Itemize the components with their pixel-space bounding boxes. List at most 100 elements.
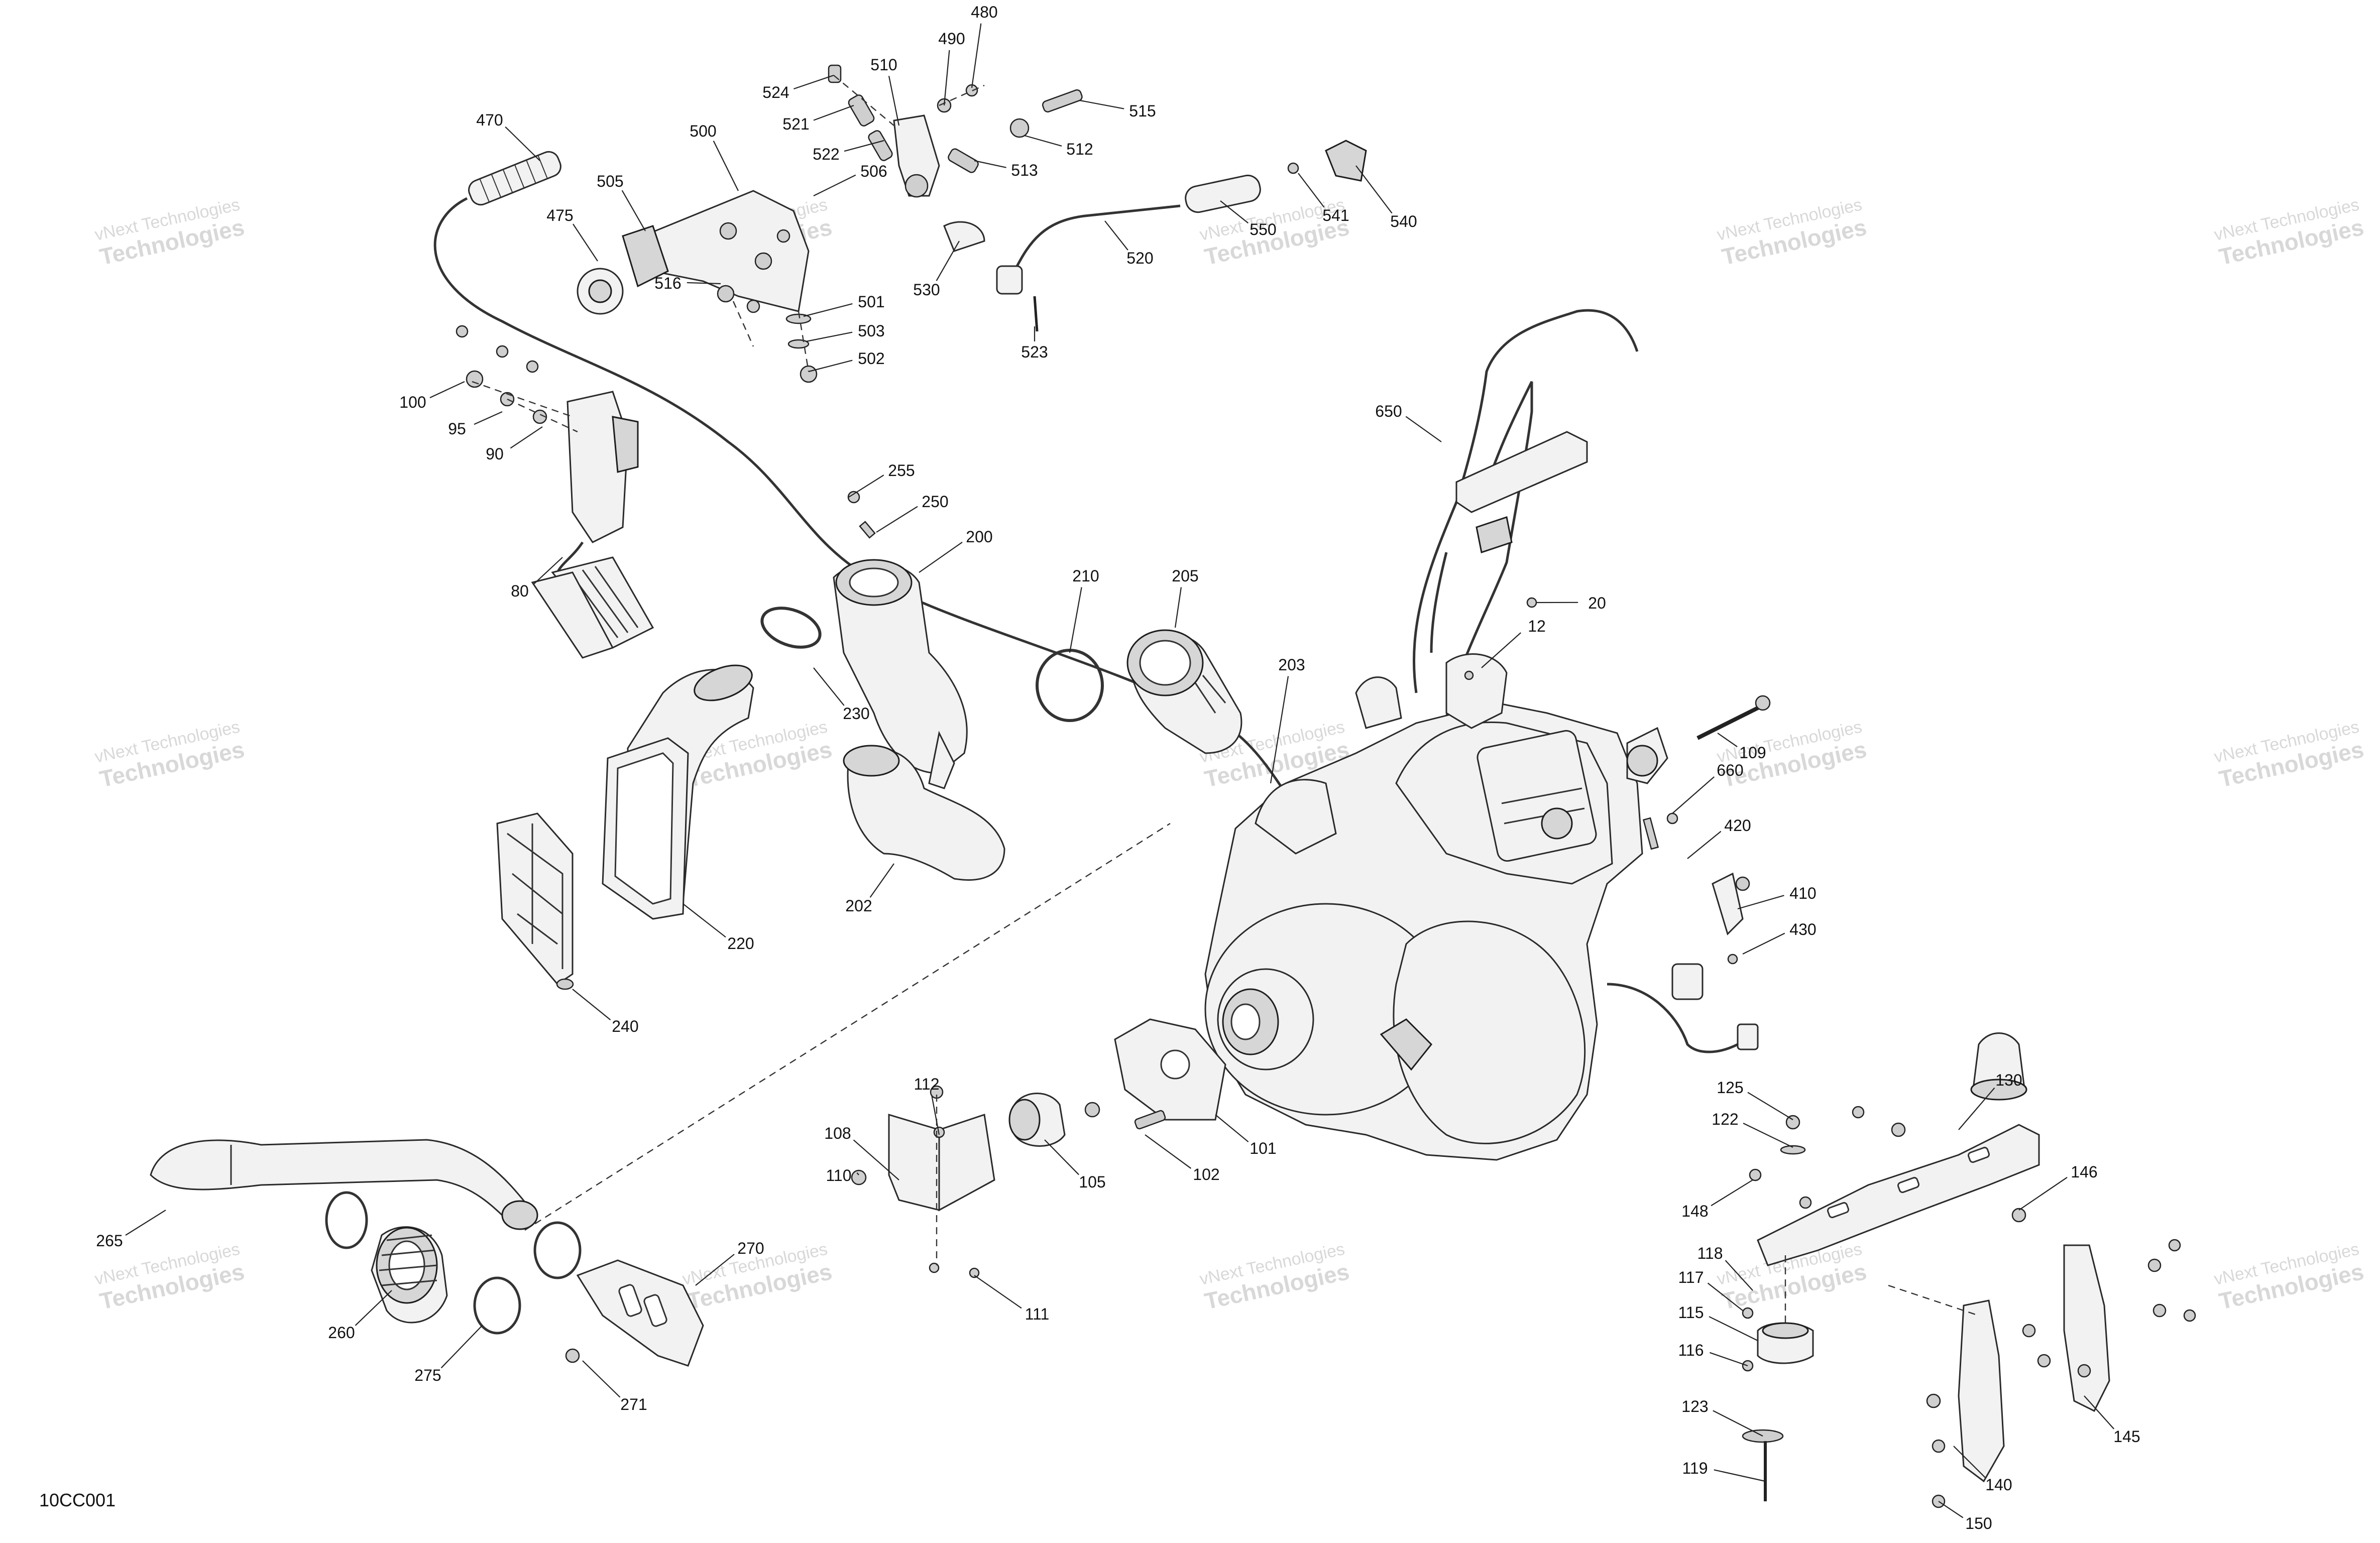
- leader-line-108: [853, 1139, 899, 1180]
- leader-line-516: [687, 282, 721, 285]
- callout-122: 122: [1712, 1110, 1738, 1128]
- callout-500: 500: [690, 122, 716, 140]
- leader-line-524: [794, 74, 834, 90]
- callout-90: 90: [486, 445, 504, 463]
- linkage-510: [828, 64, 1083, 252]
- leader-line-550: [1220, 200, 1249, 224]
- callout-516: 516: [654, 274, 681, 292]
- bracket-108: [851, 1085, 995, 1278]
- callout-220: 220: [727, 934, 754, 953]
- leader-line-513: [974, 160, 1006, 168]
- callout-110: 110: [826, 1166, 851, 1184]
- leader-line-255: [848, 474, 884, 498]
- leader-line-220: [683, 903, 726, 938]
- callout-512: 512: [1066, 140, 1093, 158]
- callout-501: 501: [858, 293, 884, 311]
- callout-270: 270: [737, 1239, 764, 1257]
- crossmember-130: [1749, 1106, 2040, 1266]
- callout-202: 202: [845, 897, 872, 915]
- callout-123: 123: [1681, 1397, 1708, 1415]
- leader-line-123: [1713, 1410, 1763, 1437]
- callout-250: 250: [922, 493, 948, 511]
- airbox-220: [602, 664, 754, 920]
- callout-148: 148: [1681, 1202, 1708, 1220]
- callout-203: 203: [1278, 656, 1305, 674]
- callout-12: 12: [1528, 617, 1546, 635]
- callout-650: 650: [1375, 402, 1402, 420]
- starter-109: [1626, 695, 1771, 784]
- callout-506: 506: [860, 162, 887, 180]
- leader-line-80: [533, 557, 563, 584]
- leader-line-210: [1069, 587, 1082, 653]
- leader-line-515: [1079, 99, 1124, 109]
- leader-line-540: [1355, 165, 1393, 214]
- callout-275: 275: [414, 1366, 441, 1384]
- callout-108: 108: [824, 1124, 851, 1142]
- leader-line-110: [856, 1172, 859, 1175]
- callout-102: 102: [1193, 1165, 1219, 1183]
- callout-95: 95: [448, 420, 466, 438]
- leader-line-503: [806, 331, 853, 342]
- leader-line-250: [876, 506, 918, 533]
- callout-140: 140: [1985, 1476, 2012, 1494]
- leader-line-650: [1405, 416, 1442, 442]
- callout-524: 524: [762, 83, 789, 101]
- callout-150: 150: [1965, 1514, 1992, 1532]
- leader-line-140: [1953, 1446, 1986, 1478]
- callout-205: 205: [1172, 567, 1198, 585]
- leader-line-95: [474, 411, 503, 425]
- muffler-coupler-260: [325, 1191, 448, 1324]
- callout-240: 240: [612, 1017, 638, 1035]
- callout-505: 505: [597, 172, 623, 190]
- leader-line-101: [1215, 1114, 1249, 1142]
- callout-109: 109: [1739, 744, 1766, 762]
- leader-line-205: [1174, 587, 1182, 628]
- engine-mount-101: [1084, 1018, 1226, 1130]
- leader-line-100: [429, 381, 465, 399]
- filter-240: [496, 812, 574, 990]
- leader-line-265: [125, 1210, 166, 1236]
- leader-line-200: [919, 541, 963, 573]
- leader-line-420: [1687, 830, 1722, 859]
- callout-430: 430: [1789, 920, 1816, 938]
- clamps-275: [473, 1221, 582, 1335]
- callout-146: 146: [2071, 1163, 2097, 1181]
- callout-255: 255: [888, 461, 915, 480]
- callout-265: 265: [96, 1232, 123, 1250]
- leader-line-520: [1104, 220, 1128, 251]
- leader-line-502: [808, 360, 853, 373]
- callout-230: 230: [843, 704, 869, 723]
- leader-line-275: [440, 1325, 483, 1369]
- support-140: [1888, 1284, 2005, 1508]
- boot-205: [1126, 629, 1242, 754]
- leader-line-230: [813, 667, 845, 706]
- callout-540: 540: [1390, 212, 1417, 230]
- leader-line-501: [803, 303, 853, 317]
- leader-line-660: [1672, 776, 1715, 814]
- exhaust-pipe-265: [150, 1139, 538, 1230]
- callout-260: 260: [328, 1324, 355, 1342]
- callout-513: 513: [1011, 161, 1038, 179]
- callout-480: 480: [971, 3, 997, 21]
- callout-530: 530: [913, 281, 940, 299]
- leader-line-116: [1710, 1352, 1748, 1367]
- callout-490: 490: [938, 30, 965, 48]
- callout-522: 522: [813, 145, 839, 163]
- leader-line-470: [505, 126, 540, 161]
- callout-521: 521: [782, 115, 809, 133]
- callout-660: 660: [1717, 761, 1743, 779]
- leader-line-111: [974, 1275, 1022, 1309]
- callout-101: 101: [1250, 1139, 1276, 1157]
- leader-line-122: [1743, 1122, 1793, 1148]
- leader-line-260: [355, 1290, 392, 1326]
- callout-105: 105: [1079, 1173, 1105, 1191]
- callout-layer: 4705005054755065165015035025245215104904…: [96, 3, 2140, 1532]
- leader-line-109: [1717, 733, 1738, 748]
- grip-550: [1185, 140, 1367, 213]
